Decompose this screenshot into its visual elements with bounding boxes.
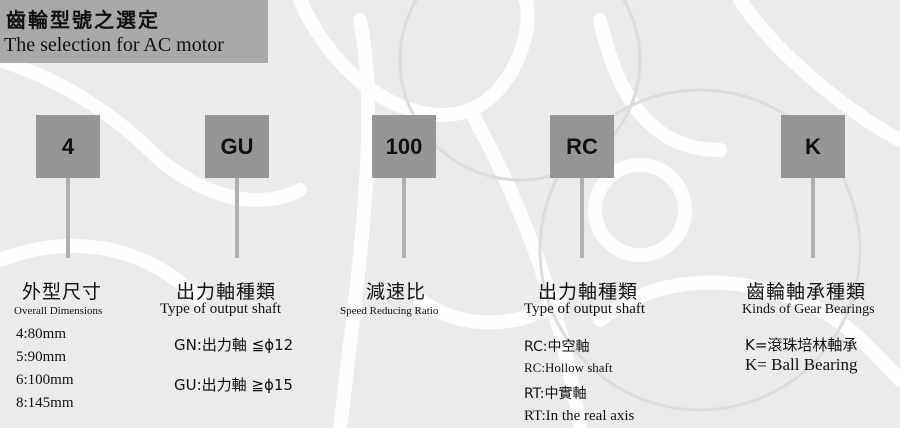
column-label-en: Type of output shaft: [524, 301, 646, 317]
code-box: RC: [550, 115, 614, 178]
list-item: GN:出力軸 ≦ϕ12: [174, 336, 294, 354]
list-item: RC:Hollow shaft: [524, 360, 613, 375]
code-box: K: [781, 115, 845, 178]
column-label-zh: 齒輪軸承種類: [746, 281, 867, 303]
connector-stem: [402, 178, 406, 258]
column-label-en: Speed Reducing Ratio: [340, 305, 439, 317]
code-box: 4: [36, 115, 100, 178]
connector-stem: [235, 178, 239, 258]
list-item: K=滾珠培林軸承: [745, 336, 858, 354]
column-label-zh: 減速比: [366, 281, 427, 303]
page-subtitle: The selection for AC motor: [4, 34, 224, 56]
list-item: RT:In the real axis: [524, 408, 635, 424]
list-item: RC:中空軸: [524, 339, 590, 355]
column-label-zh: 外型尺寸: [22, 281, 103, 303]
column-label-zh: 出力軸種類: [538, 281, 639, 303]
column-label-zh: 出力軸種類: [176, 281, 277, 303]
list-item: 5:90mm: [16, 349, 67, 365]
connector-stem: [811, 178, 815, 258]
page-title: 齒輪型號之選定: [6, 8, 160, 32]
code-box: GU: [205, 115, 269, 178]
list-item: K= Ball Bearing: [745, 355, 858, 374]
list-item: RT:中實軸: [524, 386, 587, 402]
list-item: 6:100mm: [16, 372, 74, 388]
connector-stem: [66, 178, 70, 258]
list-item: GU:出力軸 ≧ϕ15: [174, 376, 293, 394]
column-label-en: Overall Dimensions: [14, 305, 103, 317]
list-item: 4:80mm: [16, 326, 67, 342]
code-box: 100: [372, 115, 436, 178]
connector-stem: [580, 178, 584, 258]
list-item: 8:145mm: [16, 395, 74, 411]
header-banner: 齒輪型號之選定 The selection for AC motor: [0, 0, 268, 63]
column-label-en: Type of output shaft: [160, 301, 282, 317]
column-label-en: Kinds of Gear Bearings: [742, 302, 875, 317]
